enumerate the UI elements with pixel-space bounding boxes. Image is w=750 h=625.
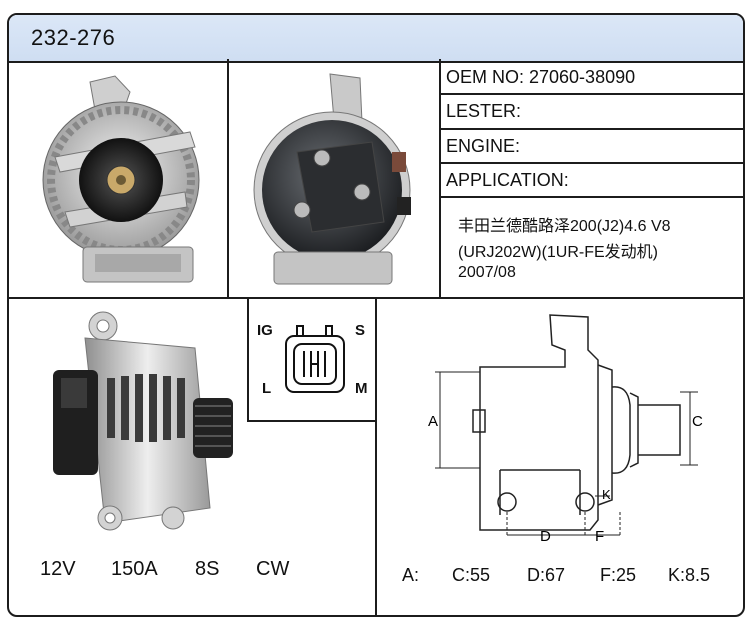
- spec-sheet-frame: 232-276: [7, 13, 745, 617]
- divider-row-application: [439, 196, 743, 198]
- oem-number: OEM NO: 27060-38090: [446, 67, 636, 87]
- dim-d-value: D:67: [527, 565, 566, 585]
- application-line-1: 丰田兰德酷路泽200(J2)4.6 V8: [458, 218, 671, 235]
- alternator-rear-photo: [253, 73, 411, 285]
- divider-row-lester: [439, 128, 743, 130]
- engine-label: ENGINE:: [446, 136, 521, 156]
- pin-s-label: S: [355, 322, 366, 339]
- spec-grooves: 8S: [195, 558, 220, 580]
- pin-m-label: M: [355, 380, 368, 397]
- spec-voltage: 12V: [40, 558, 76, 580]
- dim-label-a: A: [428, 413, 438, 430]
- divider-row-oem: [439, 93, 743, 95]
- connector-plug-icon: [285, 325, 345, 393]
- dim-a-value: A:: [402, 565, 420, 585]
- pin-l-label: L: [262, 380, 272, 397]
- application-line-2: (URJ202W)(1UR-FE发动机): [458, 244, 659, 261]
- spec-amperage: 150A: [111, 558, 158, 580]
- application-label: APPLICATION:: [446, 170, 569, 190]
- divider-connector: [247, 420, 377, 422]
- divider-row-engine: [439, 162, 743, 164]
- dim-label-d: D: [540, 528, 551, 545]
- header-bar: 232-276: [9, 15, 743, 63]
- dim-label-c: C: [692, 413, 703, 430]
- dim-c-value: C:55: [452, 565, 491, 585]
- alternator-side-photo: [53, 311, 233, 531]
- divider-bottom-left: [247, 297, 249, 422]
- pin-ig-label: IG: [257, 322, 273, 339]
- divider-col1: [227, 59, 229, 299]
- dim-k-value: K:8.5: [668, 565, 711, 585]
- lester-label: LESTER:: [446, 101, 522, 121]
- divider-bottom-right: [375, 297, 377, 617]
- dimension-drawing: A C D F K: [428, 314, 703, 545]
- alternator-front-photo: [42, 75, 200, 283]
- part-number-title: 232-276: [31, 25, 116, 50]
- application-line-3: 2007/08: [458, 264, 516, 281]
- spec-rotation: CW: [256, 558, 290, 580]
- dim-label-f: F: [595, 528, 604, 545]
- divider-col2: [439, 59, 441, 299]
- dim-f-value: F:25: [600, 565, 637, 585]
- dim-label-k: K: [602, 487, 611, 502]
